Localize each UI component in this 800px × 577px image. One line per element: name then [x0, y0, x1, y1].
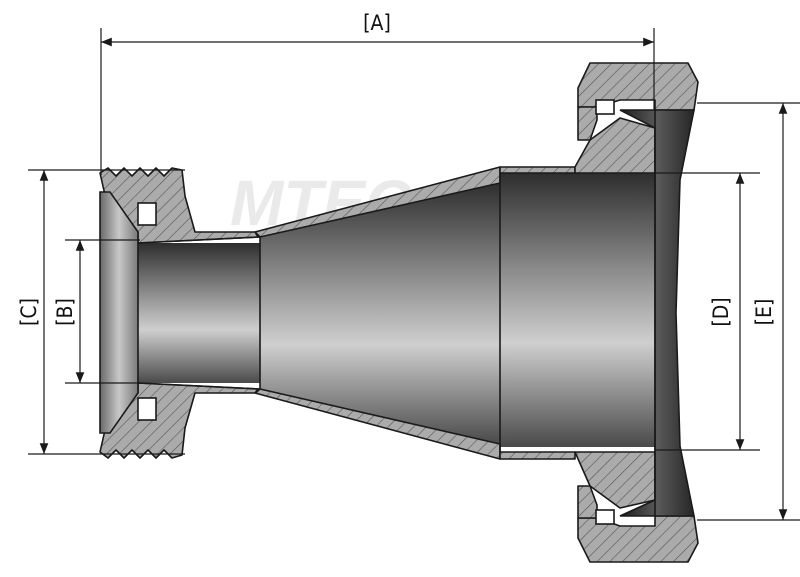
dimension-e-label: [E]	[752, 299, 776, 326]
dimension-d-label: [D]	[709, 297, 733, 326]
bore-outline	[137, 110, 656, 516]
dimension-c-label: [C]	[17, 298, 41, 326]
ferrule-grooves	[137, 99, 615, 525]
dimension-a-label: [A]	[363, 11, 391, 35]
left-flange-face	[99, 191, 139, 434]
inner-bore	[138, 173, 655, 447]
dimension-b-label: [B]	[53, 298, 77, 326]
